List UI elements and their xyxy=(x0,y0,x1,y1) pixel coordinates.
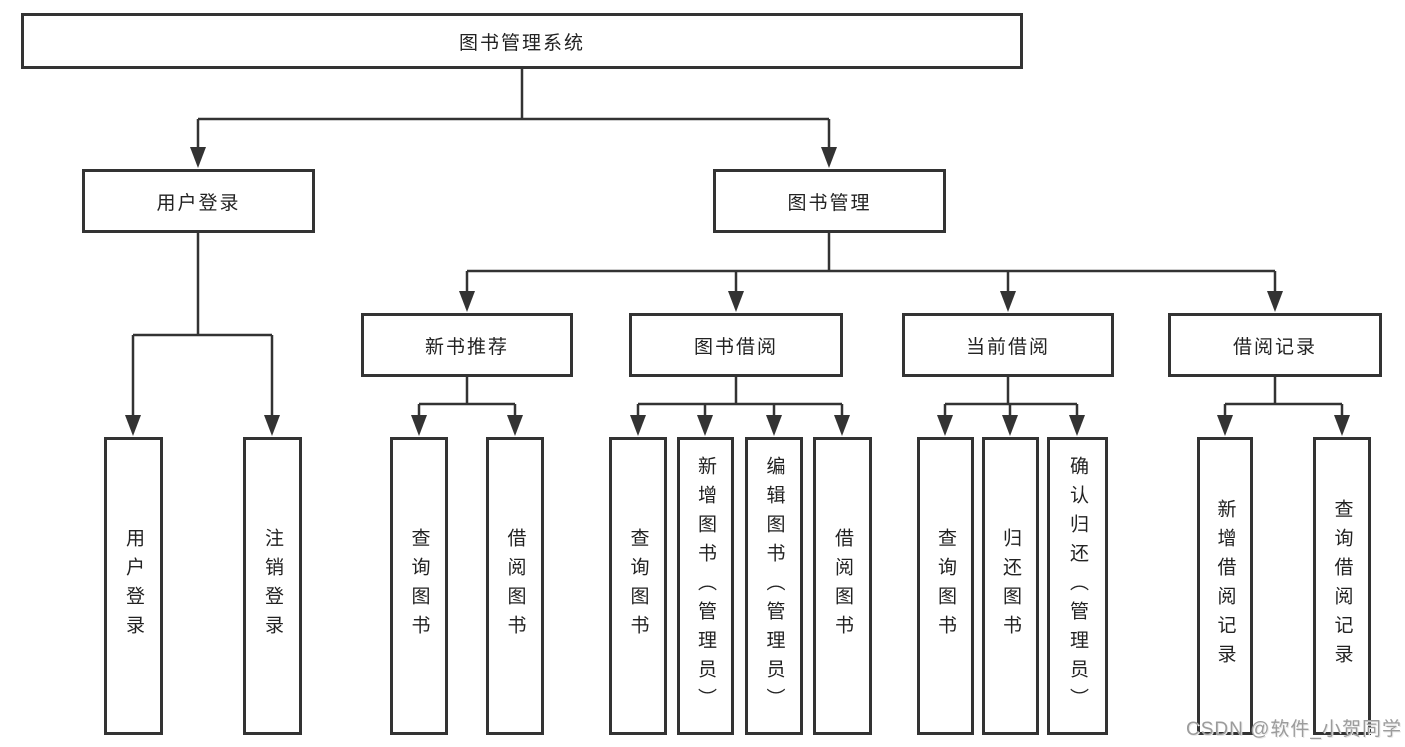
node-label: 图书借阅 xyxy=(693,336,778,358)
leaf-current-query-books: 查询图书 xyxy=(917,437,974,735)
node-label: 用户登录 xyxy=(156,192,241,214)
node-label: 查询图书 xyxy=(627,528,649,644)
node-label: 图书管理 xyxy=(787,192,872,214)
node-book-management-module: 图书管理 xyxy=(713,169,946,233)
leaf-borrowing-add-books-admin: 新增图书（管理员） xyxy=(677,437,734,735)
node-label: 查询图书 xyxy=(935,528,956,644)
leaf-borrowing-query-books: 查询图书 xyxy=(609,437,667,735)
leaf-recommend-query-books: 查询图书 xyxy=(390,437,448,735)
node-current-borrowing: 当前借阅 xyxy=(902,313,1114,377)
node-label: 用户登录 xyxy=(123,528,144,644)
node-borrowing-records: 借阅记录 xyxy=(1168,313,1382,377)
node-label: 图书管理系统 xyxy=(458,32,585,54)
node-user-login-module: 用户登录 xyxy=(82,169,315,233)
node-label: 新增借阅记录 xyxy=(1214,499,1236,673)
node-library-management-system: 图书管理系统 xyxy=(21,13,1023,69)
node-label: 查询借阅记录 xyxy=(1331,499,1353,673)
node-label: 借阅图书 xyxy=(832,528,853,644)
node-label: 编辑图书（管理员） xyxy=(763,455,785,717)
node-book-borrowing: 图书借阅 xyxy=(629,313,843,377)
csdn-watermark: CSDN @软件_小贺同学 xyxy=(1186,719,1402,740)
leaf-current-return-books: 归还图书 xyxy=(982,437,1039,735)
leaf-borrowing-edit-books-admin: 编辑图书（管理员） xyxy=(745,437,803,735)
node-label: 新书推荐 xyxy=(424,336,509,358)
leaf-user-login: 用户登录 xyxy=(104,437,163,735)
leaf-current-confirm-return-admin: 确认归还（管理员） xyxy=(1047,437,1108,735)
node-label: 借阅图书 xyxy=(504,528,526,644)
node-label: 确认归还（管理员） xyxy=(1067,455,1088,717)
node-new-book-recommendation: 新书推荐 xyxy=(361,313,573,377)
leaf-recommend-borrow-books: 借阅图书 xyxy=(486,437,544,735)
leaf-records-add-borrow-record: 新增借阅记录 xyxy=(1197,437,1253,735)
leaf-records-query-borrow-record: 查询借阅记录 xyxy=(1313,437,1371,735)
leaf-borrowing-borrow-books: 借阅图书 xyxy=(813,437,872,735)
node-label: 当前借阅 xyxy=(965,336,1050,358)
node-label: 注销登录 xyxy=(262,528,283,644)
node-label: 借阅记录 xyxy=(1232,336,1317,358)
leaf-logout: 注销登录 xyxy=(243,437,302,735)
node-label: 新增图书（管理员） xyxy=(695,455,716,717)
node-label: 查询图书 xyxy=(408,528,430,644)
node-label: 归还图书 xyxy=(1000,528,1021,644)
